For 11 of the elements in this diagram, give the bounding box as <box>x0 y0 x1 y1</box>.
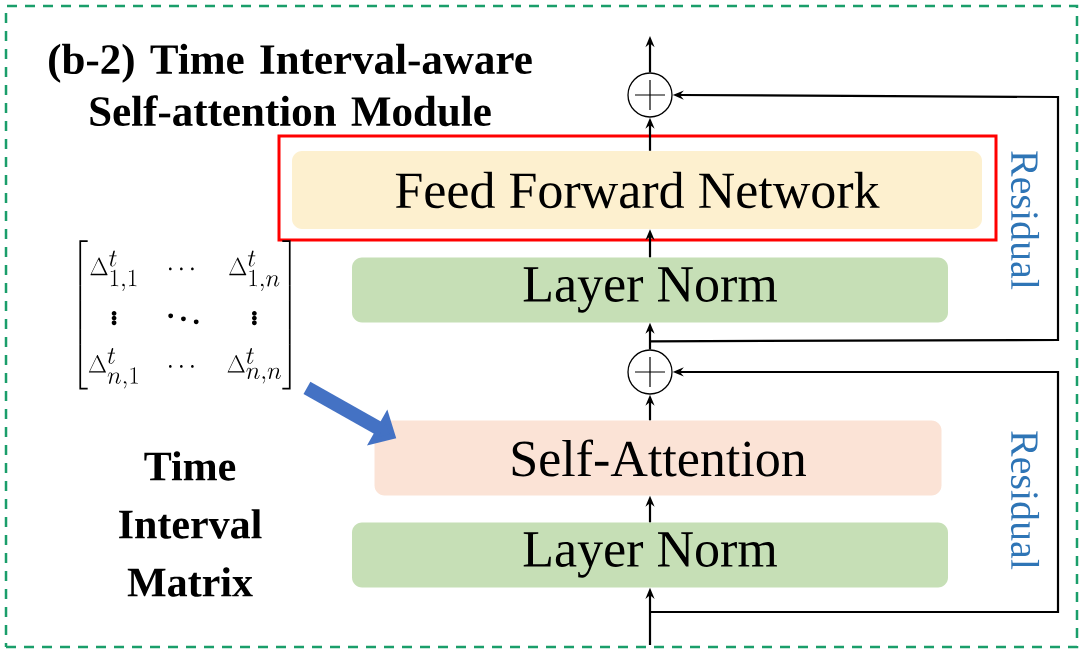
layer-box: Layer Norm <box>352 522 948 588</box>
add-circle <box>627 72 673 118</box>
edge-label: Residual <box>1009 149 1041 291</box>
layer-box: Self-Attention <box>374 420 942 496</box>
layer-box: Feed Forward Network <box>292 151 982 229</box>
edge-label: Residual <box>1009 429 1041 571</box>
matrix: $\begin{bmatrix}\Delta^t_{1,1} & \cdots & \Delta^t_{1,n}\\ \vdots & \ddots & \vdots\\ \Delta^t_{n,1} & \cdots & \Delta^t_{n,n}\end{bmatrix}$ <box>79 240 291 390</box>
highlight-box <box>277 134 998 242</box>
matrix-label: Time Interval Matrix <box>119 451 262 597</box>
add-circle <box>627 349 673 395</box>
layer-box: Layer Norm <box>352 257 948 323</box>
